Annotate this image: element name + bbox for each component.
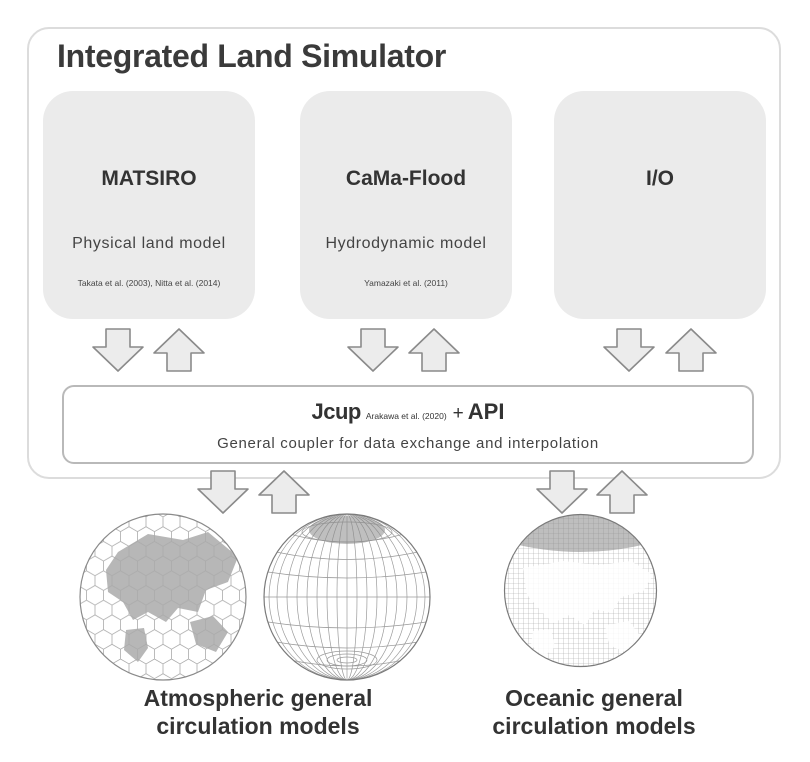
cama-flood-module: CaMa-Flood Hydrodynamic model Yamazaki e… xyxy=(300,91,512,319)
diagram-title: Integrated Land Simulator xyxy=(57,38,446,74)
api-label: API xyxy=(467,399,505,424)
arrow-down-icon xyxy=(603,328,655,372)
coupler-description: General coupler for data exchange and in… xyxy=(217,435,599,452)
arrow-down-icon xyxy=(536,470,588,514)
module-reference: Yamazaki et al. (2011) xyxy=(364,278,448,288)
oceanic-label-line2: circulation models xyxy=(492,713,696,739)
oceanic-label-line1: Oceanic general xyxy=(505,685,683,711)
arrow-down-icon xyxy=(197,470,249,514)
arrow-up-icon xyxy=(408,328,460,372)
module-name: I/O xyxy=(645,167,674,190)
plus-sign: + xyxy=(452,403,464,424)
arrow-down-icon xyxy=(92,328,144,372)
arrow-down-icon xyxy=(347,328,399,372)
arrow-up-icon xyxy=(596,470,648,514)
ocean-tripolar-grid-globe-icon xyxy=(503,513,658,668)
atmospheric-label-line1: Atmospheric general xyxy=(143,685,373,711)
atmospheric-models-label: Atmospheric general circulation models xyxy=(128,684,388,740)
io-module: I/O xyxy=(554,91,766,319)
coupler-name: Jcup xyxy=(311,399,362,424)
module-reference: Takata et al. (2003), Nitta et al. (2014… xyxy=(77,278,221,288)
module-description: Hydrodynamic model xyxy=(325,235,487,252)
module-name: CaMa-Flood xyxy=(345,167,467,190)
matsiro-module: MATSIRO Physical land model Takata et al… xyxy=(43,91,255,319)
module-name: MATSIRO xyxy=(101,167,197,190)
lat-lon-grid-globe-icon xyxy=(263,513,431,681)
hexagonal-grid-globe-icon xyxy=(79,513,247,681)
oceanic-models-label: Oceanic general circulation models xyxy=(474,684,714,740)
module-description: Physical land model xyxy=(72,235,226,252)
arrow-up-icon xyxy=(153,328,205,372)
arrow-up-icon xyxy=(665,328,717,372)
arrow-up-icon xyxy=(258,470,310,514)
atmospheric-label-line2: circulation models xyxy=(156,713,360,739)
coupler-reference: Arakawa et al. (2020) xyxy=(365,411,447,421)
